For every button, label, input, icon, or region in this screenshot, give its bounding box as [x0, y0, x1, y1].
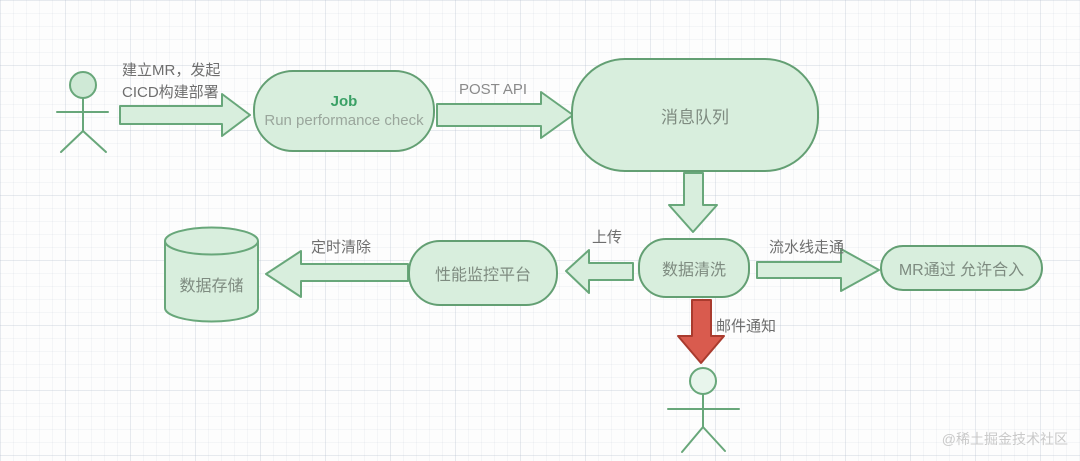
- scheduled-cleanup-edge-label: 定时清除: [311, 239, 372, 256]
- message-queue-label: 消息队列: [661, 107, 729, 127]
- node-job: Job Run performance check: [253, 70, 435, 152]
- job-node-subtitle: Run performance check: [264, 112, 424, 129]
- email-notify-arrow: [677, 299, 725, 364]
- create-mr-edge-label-line2: CICD构建部署: [122, 84, 219, 101]
- create-mr-arrow: [119, 93, 251, 137]
- monitor-platform-label: 性能监控平台: [434, 267, 531, 284]
- upload-arrow: [565, 249, 634, 294]
- queue-to-cleaning-arrow: [668, 172, 718, 233]
- start-actor-stick-figure-icon: [56, 71, 109, 153]
- job-node-title: Job: [330, 93, 358, 110]
- upload-edge-label: 上传: [592, 229, 623, 246]
- email-notify-edge-label: 邮件通知: [716, 318, 777, 335]
- node-mr-pass: MR通过 允许合入: [880, 245, 1043, 291]
- create-mr-edge-label-line1: 建立MR，发起: [122, 62, 221, 79]
- pipeline-pass-edge-label: 流水线走通: [769, 239, 845, 256]
- data-cleaning-label: 数据清洗: [661, 262, 726, 279]
- create-mr-edge-label: 建立MR，发起 CICD构建部署: [122, 60, 220, 104]
- pipeline-pass-arrow: [756, 248, 880, 292]
- node-message-queue: 消息队列: [571, 58, 819, 172]
- mr-pass-label: MR通过 允许合入: [898, 262, 1025, 279]
- post-api-arrow: [436, 91, 574, 139]
- scheduled-cleanup-arrow: [265, 250, 409, 298]
- node-monitor-platform: 性能监控平台: [408, 240, 558, 306]
- database-cylinder-icon: [164, 226, 259, 323]
- notified-actor-stick-figure-icon: [667, 367, 740, 453]
- data-storage-label: 数据存储: [179, 278, 244, 295]
- post-api-edge-label: POST API: [459, 81, 528, 98]
- node-data-cleaning: 数据清洗: [638, 238, 750, 298]
- watermark: @稀土掘金技术社区: [941, 431, 1068, 447]
